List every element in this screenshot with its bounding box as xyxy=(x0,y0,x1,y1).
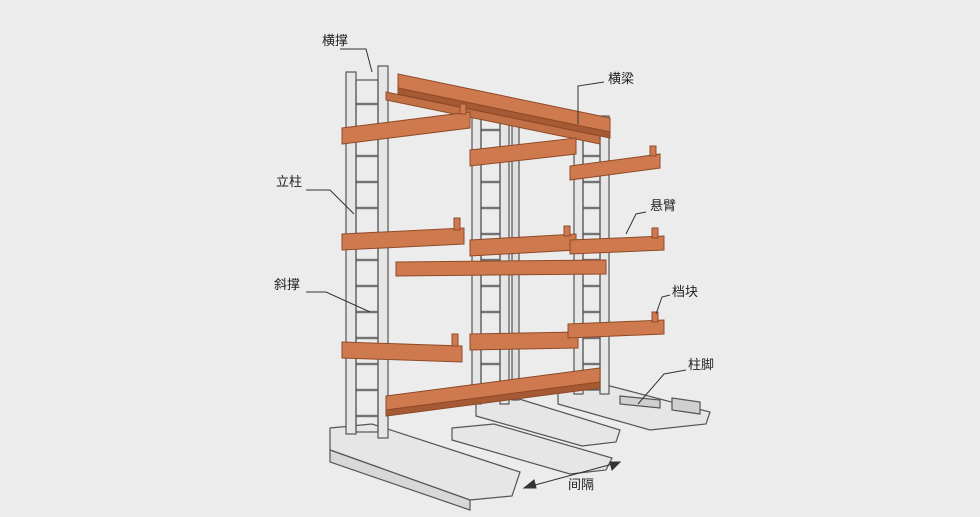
bottom-crossbeams xyxy=(385,367,601,417)
base-foot-middle xyxy=(451,423,613,475)
cantilever-arms xyxy=(341,103,665,363)
label-spacing: 间隔 xyxy=(568,478,595,493)
label-upright: 立柱 xyxy=(276,175,303,190)
leader-arm xyxy=(625,211,647,235)
stopper-block xyxy=(651,311,659,323)
leader-crossbrace xyxy=(340,48,373,73)
label-stopper: 档块 xyxy=(672,285,699,300)
leader-lines xyxy=(306,48,687,405)
spacing-dimension xyxy=(522,461,622,489)
arm-right-3 xyxy=(567,319,665,339)
label-arm: 悬臂 xyxy=(650,199,677,214)
arm-right-1 xyxy=(569,153,661,181)
middle-crossbeam xyxy=(395,259,607,277)
arm-front-left-3 xyxy=(341,341,463,363)
leader-stopper xyxy=(655,294,671,315)
leader-base xyxy=(637,369,687,405)
label-crossbeam: 横梁 xyxy=(608,72,635,87)
arm-front-left-2 xyxy=(341,227,465,251)
leader-diagonal xyxy=(306,291,371,313)
arm-right-2 xyxy=(569,235,665,255)
upright-right-a xyxy=(573,121,584,395)
label-crossbrace: 横撑 xyxy=(322,34,349,49)
upright-right-b xyxy=(599,115,610,395)
arm-front-left-1 xyxy=(341,111,471,145)
base-feet xyxy=(329,385,711,511)
top-crossbeam-back xyxy=(385,91,601,145)
leader-upright xyxy=(306,189,355,215)
base-foot-right xyxy=(557,385,711,431)
label-diagonal: 斜撑 xyxy=(274,278,301,293)
arm-middle-1 xyxy=(469,137,577,167)
top-crossbeams xyxy=(385,73,611,145)
arm-middle-3 xyxy=(469,331,579,351)
leader-crossbeam xyxy=(577,81,605,124)
upright-front-left-b xyxy=(377,65,389,439)
label-base: 柱脚 xyxy=(688,358,715,373)
